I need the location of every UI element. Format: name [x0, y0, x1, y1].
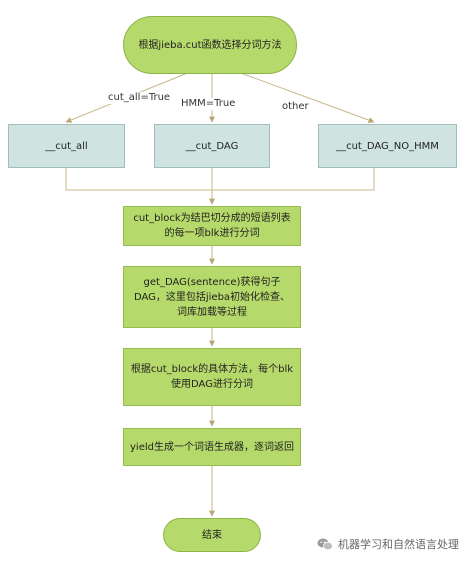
start-node-label: 根据jieba.cut函数选择分词方法	[138, 39, 282, 51]
yield-node-label: yield生成一个词语生成器，逐词返回	[130, 441, 294, 453]
end-node: 结束	[163, 518, 261, 552]
watermark: 机器学习和自然语言处理	[317, 536, 459, 552]
edge-label-cut-all-true: cut_all=True	[108, 92, 171, 104]
cut-dag-no-hmm-node: __cut_DAG_NO_HMM	[318, 124, 457, 168]
merge-line-cut-all	[65, 168, 212, 191]
arrow-start-to-cut-dag-no-hmm	[237, 71, 375, 123]
watermark-text: 机器学习和自然语言处理	[338, 538, 459, 551]
cut-method-node: 根据cut_block的具体方法，每个blk使用DAG进行分词	[123, 348, 301, 406]
cut-dag-node-label: __cut_DAG	[185, 140, 239, 152]
get-dag-node-label: get_DAG(sentence)获得句子DAG，这里包括jieba初始化检查、…	[133, 276, 291, 318]
cut-all-node-label: __cut_all	[45, 140, 88, 152]
cut-all-node: __cut_all	[8, 124, 125, 168]
merge-line-cut-dag-no-hmm	[212, 168, 375, 191]
cut-block-node: cut_block为结巴切分成的短语列表的每一项blk进行分词	[123, 206, 301, 246]
start-node: 根据jieba.cut函数选择分词方法	[123, 16, 297, 74]
get-dag-node: get_DAG(sentence)获得句子DAG，这里包括jieba初始化检查、…	[123, 266, 301, 328]
yield-node: yield生成一个词语生成器，逐词返回	[123, 428, 301, 466]
cut-dag-node: __cut_DAG	[154, 124, 270, 168]
edge-label-other: other	[282, 101, 309, 113]
cut-block-node-label: cut_block为结巴切分成的短语列表的每一项blk进行分词	[133, 213, 291, 239]
cut-dag-no-hmm-node-label: __cut_DAG_NO_HMM	[336, 140, 439, 152]
end-node-label: 结束	[202, 529, 222, 541]
wechat-icon	[317, 538, 333, 551]
edge-label-hmm-true: HMM=True	[181, 98, 236, 110]
cut-method-node-label: 根据cut_block的具体方法，每个blk使用DAG进行分词	[130, 364, 294, 390]
